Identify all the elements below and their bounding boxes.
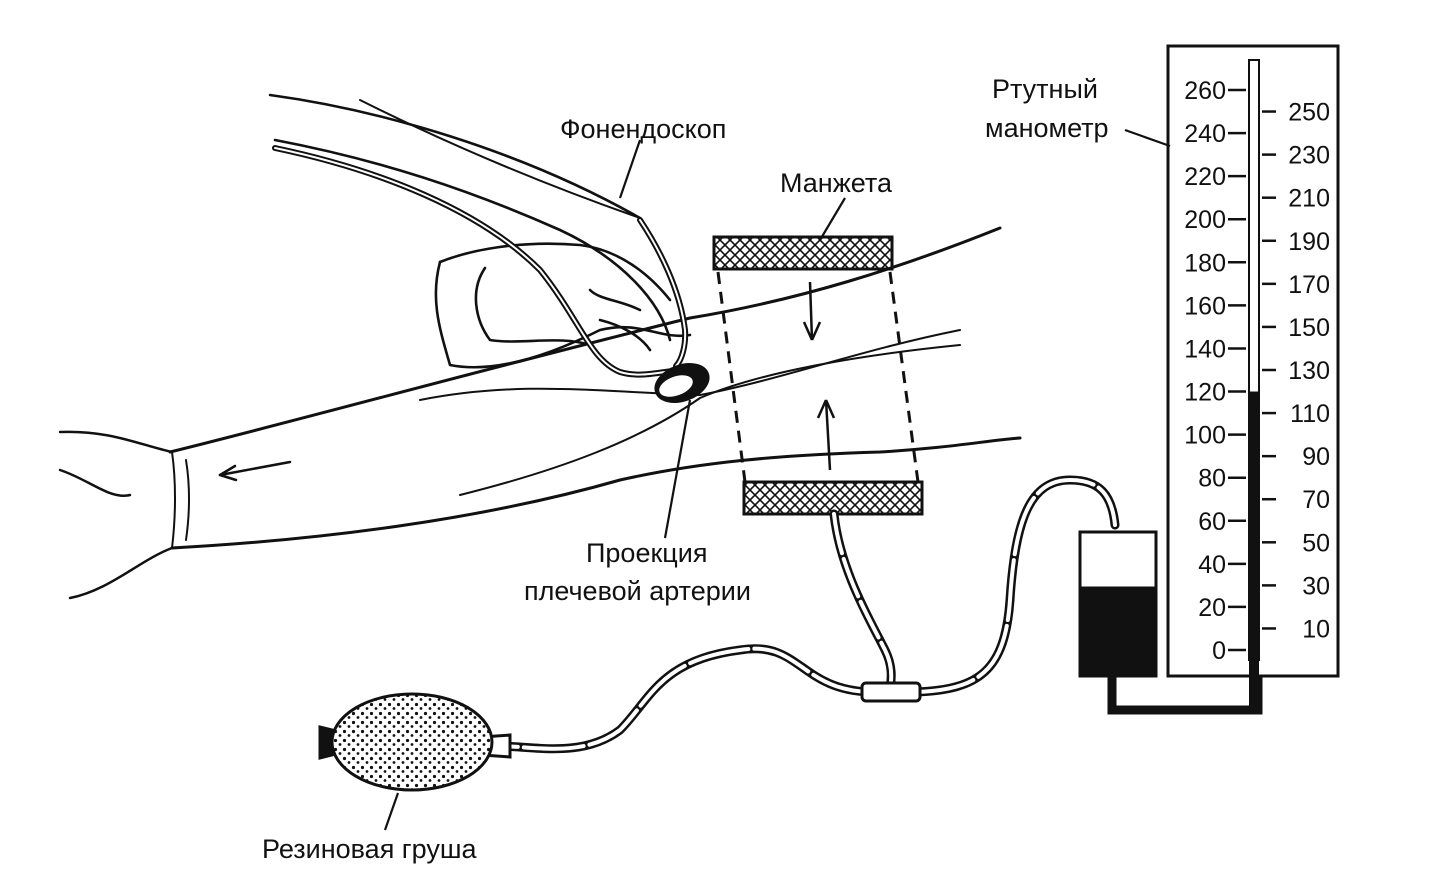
leader-manometer	[1124, 128, 1171, 148]
mercury-reservoir	[1078, 395, 1263, 715]
cuff-arrow-up	[824, 399, 832, 471]
hand	[58, 430, 174, 600]
right-scale-label: 170	[1288, 271, 1330, 299]
wrist-lines	[171, 451, 190, 549]
arrow-on-arm	[218, 460, 292, 477]
left-scale-label: 200	[1184, 206, 1226, 234]
cuff-top-band	[712, 235, 894, 271]
left-scale-label: 20	[1198, 594, 1226, 622]
tubing	[475, 475, 1120, 754]
right-scale-label: 30	[1302, 572, 1330, 600]
right-scale-label: 50	[1302, 529, 1330, 557]
stethoscope-tube-1	[272, 145, 683, 378]
label-stethoscope: Фонендоскоп	[560, 114, 726, 144]
right-scale-label: 10	[1302, 615, 1330, 643]
left-scale-label: 120	[1184, 379, 1226, 407]
right-scale-label: 110	[1290, 400, 1330, 428]
right-scale-label: 190	[1288, 228, 1330, 256]
leader-stethoscope	[618, 139, 642, 199]
stethoscope	[272, 99, 710, 403]
left-scale-label: 0	[1212, 637, 1226, 665]
arm-lower-outline	[170, 436, 1022, 550]
leader-bulb	[383, 792, 400, 831]
label-bulb: Резиновая груша	[262, 834, 478, 864]
right-scale-label: 130	[1288, 357, 1330, 385]
t-connector	[860, 681, 922, 703]
bulb-valve	[318, 725, 334, 760]
left-scale-label: 80	[1198, 465, 1226, 493]
cuff-arrow-down	[808, 281, 814, 341]
right-scale-label: 70	[1302, 486, 1330, 514]
right-scale-label: 230	[1288, 142, 1330, 170]
leader-lines	[383, 128, 1171, 831]
label-cuff: Манжета	[780, 168, 893, 198]
bulb-body	[330, 692, 494, 792]
right-scale-label: 90	[1302, 443, 1330, 471]
label-manometer-line1: Ртутный	[992, 74, 1098, 104]
stethoscope-tube-3	[359, 99, 641, 219]
left-scale-label: 100	[1184, 422, 1226, 450]
left-scale-label: 260	[1184, 77, 1226, 105]
label-artery-line2: плечевой артерии	[524, 576, 751, 606]
leader-artery	[663, 399, 692, 539]
mercury-column	[1249, 391, 1259, 710]
cuff-bottom-band	[742, 480, 924, 516]
left-scale-label: 160	[1184, 292, 1226, 320]
right-scale: 250 230 210 190 170 150 130 110 90 70 50 30 10	[1262, 99, 1330, 643]
arm	[58, 226, 1022, 600]
left-scale-label: 220	[1184, 163, 1226, 191]
label-manometer-line2: манометр	[985, 113, 1109, 143]
left-scale-label: 40	[1198, 551, 1226, 579]
doctor-hand	[268, 93, 692, 369]
reservoir-mercury	[1078, 586, 1158, 678]
right-scale-label: 250	[1288, 99, 1330, 127]
left-scale-label: 180	[1184, 249, 1226, 277]
label-artery-line1: Проекция	[586, 538, 707, 568]
cuff	[712, 235, 924, 516]
left-scale-label: 240	[1184, 120, 1226, 148]
right-scale-label: 150	[1288, 314, 1330, 342]
rubber-bulb	[318, 692, 512, 792]
right-scale-label: 210	[1288, 185, 1330, 213]
leader-cuff	[819, 197, 846, 241]
arm-inner-line	[419, 329, 961, 401]
left-scale-label: 140	[1184, 335, 1226, 363]
tube-to-bulb	[475, 644, 875, 754]
arm-crease	[459, 344, 961, 496]
left-scale-label: 60	[1198, 508, 1226, 536]
